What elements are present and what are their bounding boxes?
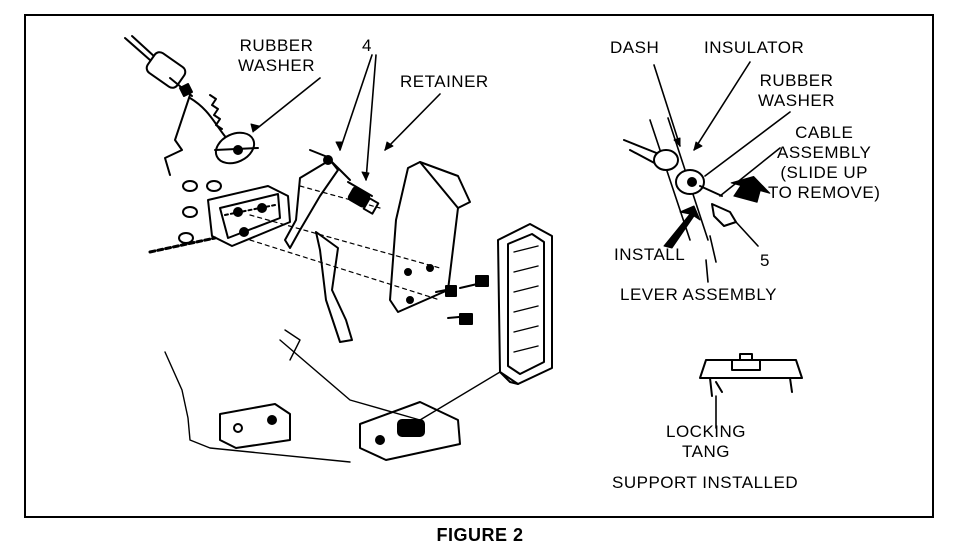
leader-arrowhead [361,171,370,181]
label-rubber-washer: RUBBER WASHER [238,36,315,75]
dash-detail-illustration [623,117,737,263]
leader-arrowhead [384,141,394,151]
install-arrow-icon [663,205,701,249]
label-support-installed: SUPPORT INSTALLED [612,473,799,492]
retainer-part [347,181,380,215]
label-lever-assembly: LEVER ASSEMBLY [620,285,777,304]
floor-seam [148,236,217,254]
leader-arrowhead [335,141,343,151]
rubber-washer-part [214,131,259,165]
label-retainer: RETAINER [400,72,489,91]
firewall-holes [178,180,222,244]
leader-arrowhead [693,141,703,151]
floor-outline [164,329,501,463]
alignment-lines [249,185,441,301]
accelerator-pedal-pad [497,223,553,385]
label-dash: DASH [610,38,660,57]
callout-4: 4 [362,36,372,55]
leader-arrowhead [250,123,260,133]
label-cable-assembly: CABLE ASSEMBLY (SLIDE UP TO REMOVE) [768,123,881,202]
label-rubber-washer-detail: RUBBER WASHER [758,71,835,110]
leader-lines [254,54,791,429]
mounting-bracket [207,185,291,247]
label-locking-tang: LOCKING TANG [666,422,747,461]
callout-5: 5 [760,251,770,270]
figure-frame [24,14,934,518]
pedal-lever-arm [284,149,353,343]
leader-arrowhead [673,137,681,147]
figure-caption: FIGURE 2 [436,525,524,545]
label-install: INSTALL [614,245,686,264]
support-clip-illustration [699,353,803,397]
pedal-support-bracket [389,161,471,313]
accelerator-cable [124,35,246,153]
firewall-edge [164,94,223,176]
bolts [435,275,489,325]
floor-mount-plates [219,401,461,461]
slide-up-arrow-icon [730,175,771,203]
label-insulator: INSULATOR [704,38,805,57]
